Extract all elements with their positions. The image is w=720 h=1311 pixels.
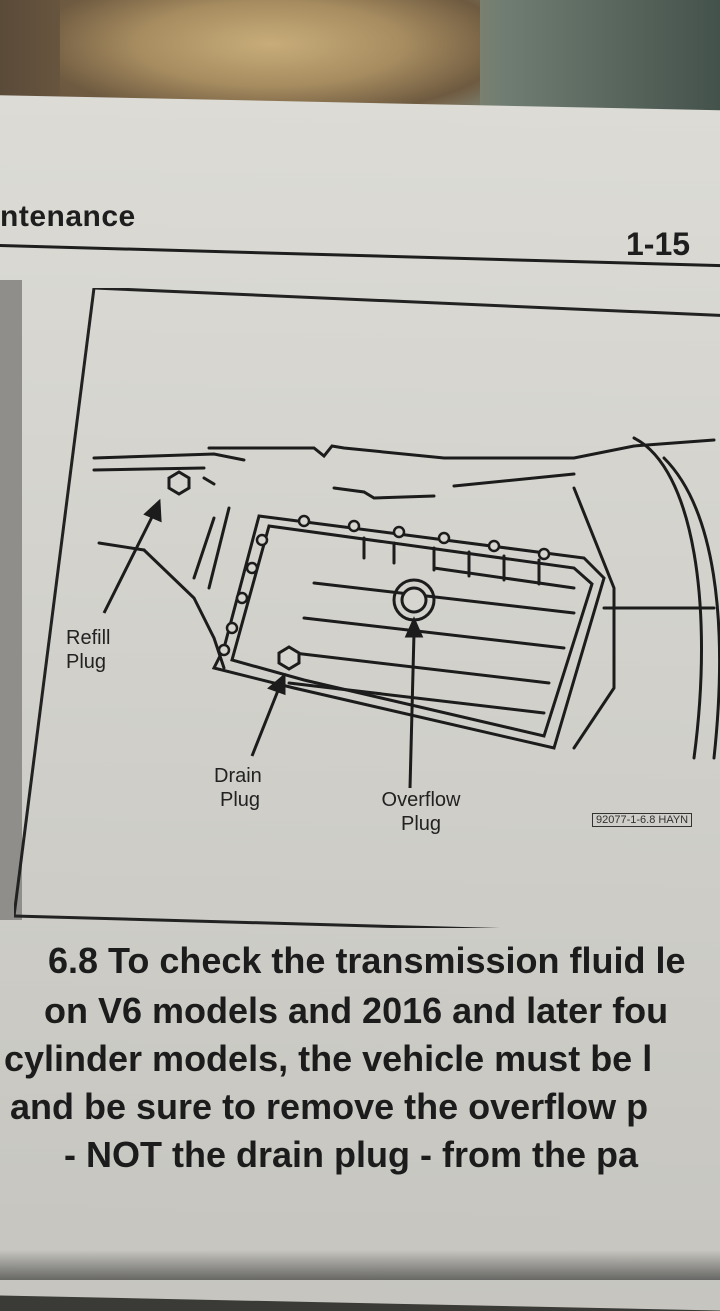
fur-background [60,0,480,110]
overflow-label-line1: Overflow [381,789,461,811]
caption-line: cylinder models, the vehicle must be l [4,1038,653,1079]
drain-plug-label: Drain Plug [214,764,262,812]
left-margin-bar [0,280,22,920]
refill-label-line2: Plug [66,651,107,673]
drain-label-line1: Drain [214,765,262,787]
overflow-label-line2: Plug [400,813,442,835]
figure-illustration [12,286,720,938]
page-number: 1-15 [626,226,691,262]
bottom-shadow [0,1250,720,1280]
caption-line: 6.8 To check the transmission fluid le [48,940,686,981]
refill-label-line1: Refill [66,627,111,649]
refill-plug-label: Refill Plug [66,626,110,674]
figure-code: 92077-1-6.8 HAYN [592,813,693,827]
caption-line: on V6 models and 2016 and later fou [44,990,669,1031]
drain-label-line2: Plug [220,789,261,811]
overflow-plug-label: Overflow Plug [366,788,476,836]
caption-line: and be sure to remove the overflow p [10,1086,649,1127]
section-title: ntenance [0,200,136,233]
caption-line: - NOT the drain plug - from the pa [64,1134,638,1175]
